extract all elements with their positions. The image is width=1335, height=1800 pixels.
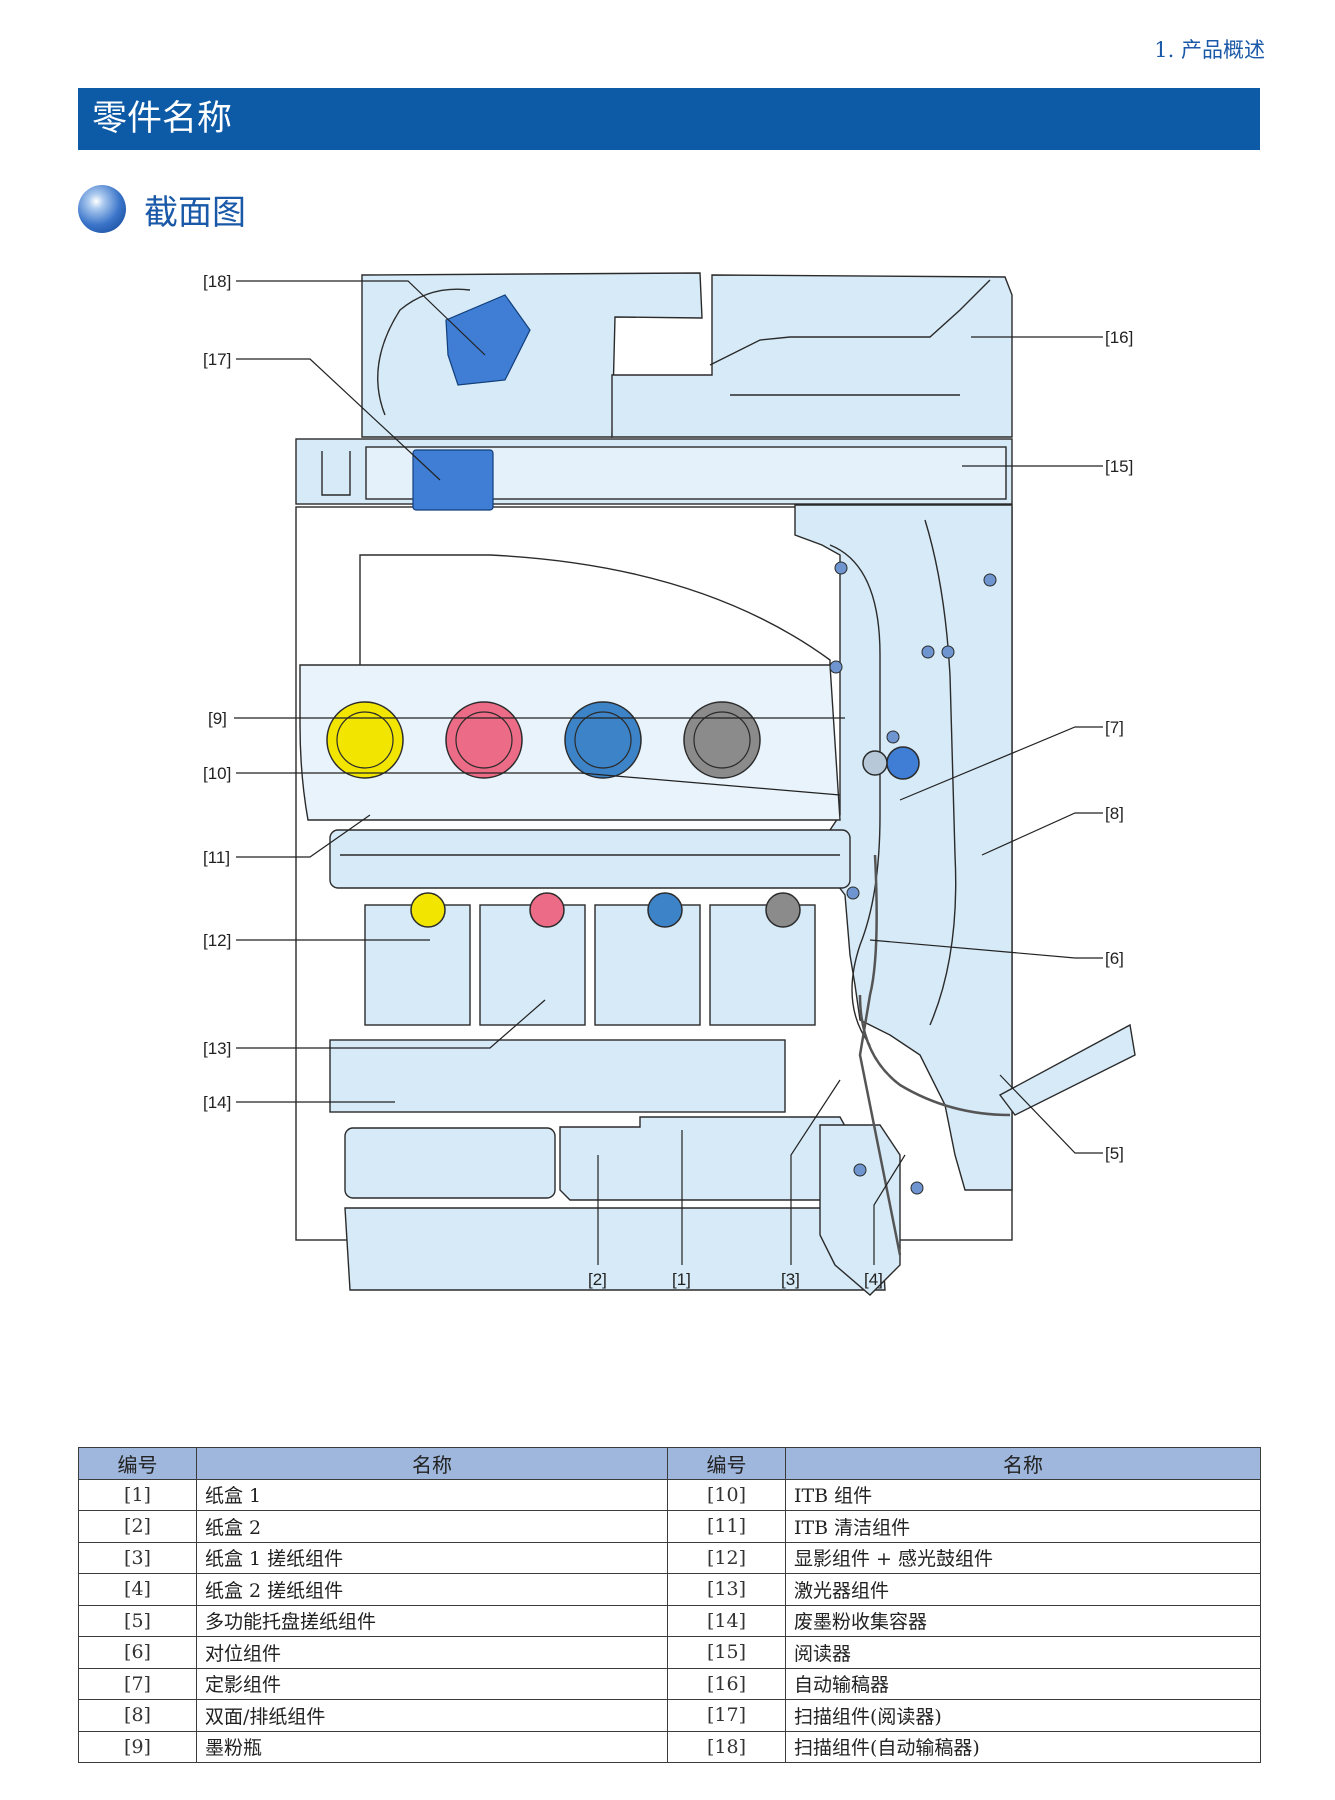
table-row: [4]纸盒 2 搓纸组件[13]激光器组件	[78, 1573, 1261, 1606]
callout-18: [18]	[203, 272, 231, 291]
part-name: 显影组件 + 感光鼓组件	[785, 1541, 1261, 1574]
right-side-assembly	[794, 504, 1013, 1191]
table-row: [1]纸盒 1[10]ITB 组件	[78, 1478, 1261, 1511]
fixing-roller	[886, 746, 920, 780]
part-number: [10]	[667, 1478, 786, 1511]
callout-15: [15]	[1105, 457, 1133, 476]
adf-body	[361, 272, 703, 438]
callout-14: [14]	[203, 1093, 231, 1112]
part-name: 纸盒 1 搓纸组件	[196, 1541, 668, 1574]
callout-16: [16]	[1105, 328, 1133, 347]
feed-rollers	[829, 561, 997, 1195]
part-number: [6]	[78, 1636, 197, 1669]
part-name: 纸盒 1	[196, 1478, 668, 1511]
callout-11: [11]	[203, 848, 230, 867]
table-header-row: 编号 名称 编号 名称	[78, 1447, 1261, 1480]
parts-table: 编号 名称 编号 名称 [1]纸盒 1[10]ITB 组件 [2]纸盒 2[11…	[78, 1447, 1261, 1763]
part-name: 墨粉瓶	[196, 1730, 668, 1763]
laser-scanner-body	[329, 1039, 786, 1113]
table-row: [6]对位组件[15]阅读器	[78, 1636, 1261, 1669]
callout-17: [17]	[203, 350, 231, 369]
part-number: [7]	[78, 1667, 197, 1700]
part-name: 纸盒 2 搓纸组件	[196, 1573, 668, 1606]
part-name: 废墨粉收集容器	[785, 1604, 1261, 1637]
callout-5: [5]	[1105, 1144, 1124, 1163]
itb-body	[329, 829, 851, 889]
table-row: [9]墨粉瓶[18]扫描组件(自动输稿器)	[78, 1730, 1261, 1763]
header-name-left: 名称	[196, 1447, 668, 1480]
callout-1: [1]	[672, 1270, 691, 1289]
section-heading: 截面图	[78, 183, 246, 235]
part-name: 扫描组件(自动输稿器)	[785, 1730, 1261, 1763]
part-number: [3]	[78, 1541, 197, 1574]
callout-10: [10]	[203, 764, 231, 783]
table-row: [2]纸盒 2[11]ITB 清洁组件	[78, 1510, 1261, 1543]
drum-magenta	[529, 892, 565, 928]
adf-scanning-unit	[445, 294, 531, 386]
callout-7: [7]	[1105, 718, 1124, 737]
table-row: [7]定影组件[16]自动输稿器	[78, 1667, 1261, 1700]
cross-section-diagram: [18] [17] [16] [15] [9] [7] [8] [10] [11…	[0, 255, 1335, 1425]
part-name: 纸盒 2	[196, 1510, 668, 1543]
callout-4: [4]	[864, 1270, 883, 1289]
part-number: [9]	[78, 1730, 197, 1763]
part-number: [18]	[667, 1730, 786, 1763]
section-bullet-icon	[78, 185, 126, 233]
part-name: 双面/排纸组件	[196, 1699, 668, 1732]
adf-tray	[611, 274, 1013, 438]
part-number: [4]	[78, 1573, 197, 1606]
callout-2: [2]	[588, 1270, 607, 1289]
toner-bottle-magenta	[445, 701, 523, 779]
chapter-title: 零件名称	[78, 88, 1260, 150]
part-number: [5]	[78, 1604, 197, 1637]
part-name: 多功能托盘搓纸组件	[196, 1604, 668, 1637]
callout-6: [6]	[1105, 949, 1124, 968]
part-number: [2]	[78, 1510, 197, 1543]
part-name: 阅读器	[785, 1636, 1261, 1669]
part-number: [15]	[667, 1636, 786, 1669]
callout-9: [9]	[208, 709, 227, 728]
header-name-right: 名称	[785, 1447, 1261, 1480]
process-cartridges	[364, 904, 816, 1026]
part-name: 定影组件	[196, 1667, 668, 1700]
toner-bottle-black	[683, 701, 761, 779]
part-number: [11]	[667, 1510, 786, 1543]
table-row: [5]多功能托盘搓纸组件[14]废墨粉收集容器	[78, 1604, 1261, 1637]
part-name: 激光器组件	[785, 1573, 1261, 1606]
header-number-left: 编号	[78, 1447, 197, 1480]
cassette-1-body	[559, 1116, 851, 1201]
callout-13: [13]	[203, 1039, 231, 1058]
part-name: ITB 组件	[785, 1478, 1261, 1511]
waste-toner-body	[344, 1127, 556, 1199]
reader-scanning-unit	[412, 449, 494, 511]
part-number: [8]	[78, 1699, 197, 1732]
toner-bottle-cyan	[564, 701, 642, 779]
callout-3: [3]	[781, 1270, 800, 1289]
running-header: 1. 产品概述	[1154, 38, 1265, 62]
part-number: [1]	[78, 1478, 197, 1511]
part-number: [12]	[667, 1541, 786, 1574]
multipurpose-tray	[998, 1023, 1136, 1116]
header-number-right: 编号	[667, 1447, 786, 1480]
table-row: [8]双面/排纸组件[17]扫描组件(阅读器)	[78, 1699, 1261, 1732]
cassette-2-body	[344, 1207, 886, 1291]
callout-12: [12]	[203, 931, 231, 950]
table-row: [3]纸盒 1 搓纸组件[12]显影组件 + 感光鼓组件	[78, 1541, 1261, 1574]
toner-bottle-yellow	[326, 701, 404, 779]
part-number: [16]	[667, 1667, 786, 1700]
part-name: 扫描组件(阅读器)	[785, 1699, 1261, 1732]
part-name: ITB 清洁组件	[785, 1510, 1261, 1543]
callout-8: [8]	[1105, 804, 1124, 823]
part-number: [14]	[667, 1604, 786, 1637]
part-name: 自动输稿器	[785, 1667, 1261, 1700]
part-name: 对位组件	[196, 1636, 668, 1669]
drum-black	[765, 892, 801, 928]
drum-cyan	[647, 892, 683, 928]
pickup-assemblies	[819, 1124, 901, 1296]
section-title: 截面图	[144, 192, 246, 233]
cross-section-svg: [18] [17] [16] [15] [9] [7] [8] [10] [11…	[203, 272, 1136, 1296]
drum-yellow	[410, 892, 446, 928]
part-number: [13]	[667, 1573, 786, 1606]
part-number: [17]	[667, 1699, 786, 1732]
